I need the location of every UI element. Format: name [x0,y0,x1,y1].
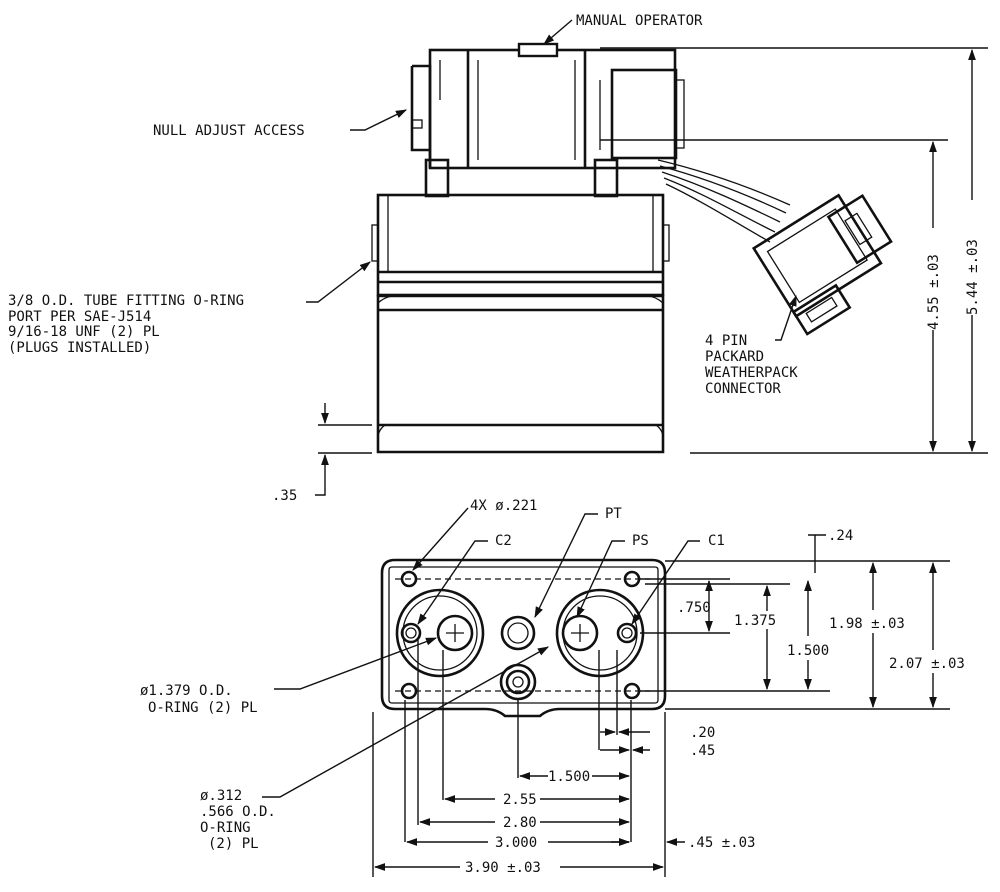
dim-1500-h: 1.500 [548,769,590,785]
dim-255: 2.55 [503,792,537,808]
body-height-dim: 4.55 ±.03 [926,254,942,330]
dim-207: 2.07 ±.03 [889,656,965,672]
dim-1500-v: 1.500 [787,643,829,659]
top-dimensions: 4.55 ±.03 5.44 ±.03 .35 [272,48,988,504]
connector-line-4: CONNECTOR [705,381,781,397]
tube-fitting-line-3: 9/16-18 UNF (2) PL [8,324,160,340]
bottom-view: 4X ø.221 PT PS C1 C2 ø1.379 O.D. O-RING … [140,498,965,877]
valve-body [371,193,670,297]
bottom-dimensions-right: .24 .750 1.375 1.500 1.98 ±.03 2.07 ±.03 [640,528,965,709]
tube-fitting-line-2: PORT PER SAE-J514 [8,309,151,325]
ps-label: PS [632,533,649,549]
connector-line-2: PACKARD [705,349,764,365]
oring-large-line-2: O-RING (2) PL [148,700,258,716]
valve-head [410,42,685,198]
dim-390: 3.90 ±.03 [465,860,541,876]
dim-20: .20 [690,725,715,741]
oring-small-line-3: O-RING [200,820,251,836]
holes-label: 4X ø.221 [470,498,537,514]
tube-fitting-line-1: 3/8 O.D. TUBE FITTING O-RING [8,293,244,309]
oring-small-line-2: .566 O.D. [200,804,276,820]
base-thickness-dim: .35 [272,488,297,504]
dim-45-tol: .45 ±.03 [688,835,755,851]
bottom-dimensions-lower: .20 .45 1.500 2.55 2.80 3.000 .45 ±.03 3… [373,640,755,877]
overall-height-dim: 5.44 ±.03 [965,239,981,315]
top-callouts: MANUAL OPERATOR NULL ADJUST ACCESS 3/8 O… [8,13,798,397]
port-c1 [555,588,645,678]
top-view: MANUAL OPERATOR NULL ADJUST ACCESS 3/8 O… [8,13,988,504]
manual-operator-label: MANUAL OPERATOR [576,13,703,29]
base-plate [380,558,667,718]
valve-lower [376,294,665,454]
oring-small-line-1: ø.312 [200,788,242,804]
pt-label: PT [605,506,622,522]
bottom-callouts: 4X ø.221 PT PS C1 C2 ø1.379 O.D. O-RING … [140,498,725,852]
dim-3000: 3.000 [495,835,537,851]
dim-45: .45 [690,743,715,759]
connector-line-3: WEATHERPACK [705,365,798,381]
top-offset-dim: .24 [828,528,853,544]
dim-198: 1.98 ±.03 [829,616,905,632]
port-c2 [395,588,485,678]
tube-fitting-line-4: (PLUGS INSTALLED) [8,340,151,356]
weatherpack-connector [751,193,893,336]
c1-label: C1 [708,533,725,549]
wire-harness [657,159,791,243]
port-pt [499,615,537,701]
null-adjust-label: NULL ADJUST ACCESS [153,123,305,139]
c2-label: C2 [495,533,512,549]
dim-280: 2.80 [503,815,537,831]
connector-line-1: 4 PIN [705,333,747,349]
oring-large-line-1: ø1.379 O.D. [140,683,233,699]
dim-750: .750 [677,600,711,616]
dim-1375: 1.375 [734,613,776,629]
oring-small-line-4: (2) PL [208,836,259,852]
